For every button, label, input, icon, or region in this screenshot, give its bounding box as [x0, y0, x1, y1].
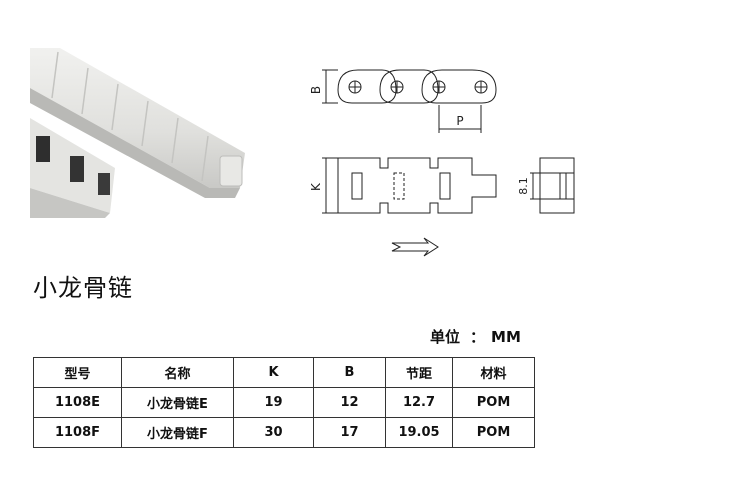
cell-name: 小龙骨链E — [121, 387, 234, 418]
product-title: 小龙骨链 — [33, 274, 133, 302]
chain-detail-image — [30, 118, 115, 218]
cell-k: 19 — [233, 387, 314, 418]
chain-main-image — [30, 48, 245, 198]
technical-drawing: B P K 8.1 — [309, 69, 575, 257]
unit-separator: ： — [470, 328, 486, 346]
table-row: 1108E 小龙骨链E 19 12 12.7 POM — [33, 387, 535, 418]
cell-k: 30 — [233, 417, 314, 448]
unit-label: 单位 ： MM — [430, 326, 521, 347]
cell-pitch: 12.7 — [385, 387, 453, 418]
cell-material: POM — [452, 417, 535, 448]
dim-b-label: B — [309, 86, 323, 94]
header-k: K — [233, 357, 314, 388]
unit-label-text: 单位 — [430, 328, 461, 346]
cell-name: 小龙骨链F — [121, 417, 234, 448]
cell-model: 1108F — [33, 417, 122, 448]
dim-k-label: K — [309, 182, 323, 191]
header-pitch: 节距 — [385, 357, 453, 388]
cell-pitch: 19.05 — [385, 417, 453, 448]
end-view — [530, 157, 575, 214]
dim-thickness-label: 8.1 — [517, 177, 530, 195]
cell-b: 12 — [313, 387, 386, 418]
cell-b: 17 — [313, 417, 386, 448]
table-header-row: 型号 名称 K B 节距 材料 — [33, 357, 535, 388]
header-name: 名称 — [121, 357, 234, 388]
header-material: 材料 — [452, 357, 535, 388]
side-view-links — [337, 69, 497, 104]
table-row: 1108F 小龙骨链F 30 17 19.05 POM — [33, 417, 535, 448]
top-view-links — [337, 157, 497, 214]
cell-material: POM — [452, 387, 535, 418]
product-photo — [30, 48, 245, 218]
spec-table: 型号 名称 K B 节距 材料 1108E 小龙骨链E 19 12 12.7 P… — [33, 357, 535, 448]
cell-model: 1108E — [33, 387, 122, 418]
direction-arrow-icon — [391, 237, 439, 257]
header-model: 型号 — [33, 357, 122, 388]
unit-value: MM — [491, 328, 521, 346]
dim-p-label: P — [456, 114, 463, 128]
header-b: B — [313, 357, 386, 388]
